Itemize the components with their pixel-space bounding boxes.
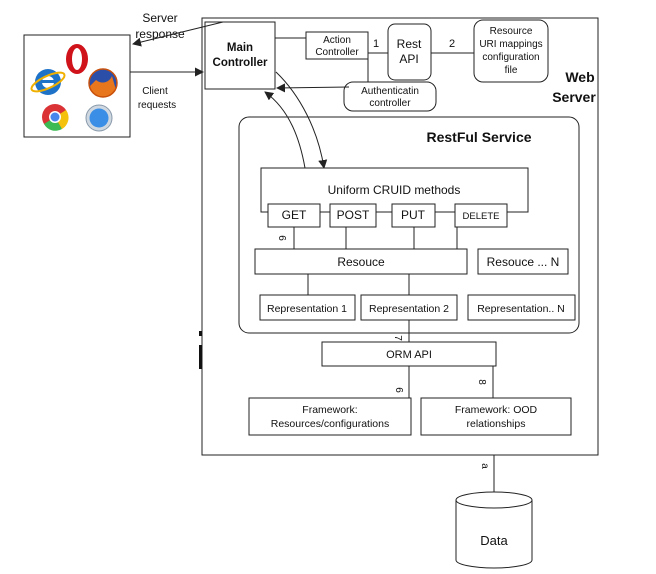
main-to-uniform-arrow <box>275 71 328 169</box>
restful-service-title: RestFul Service <box>426 129 531 145</box>
framework-ood-label-2: relationships <box>467 418 526 430</box>
uniform-to-main-arrow <box>264 91 306 169</box>
delete-method-box <box>454 203 508 228</box>
step-1-label: 1 <box>373 38 379 50</box>
main-controller-box <box>204 21 276 90</box>
representation-n-box <box>467 294 576 321</box>
web-server-port-marker <box>199 345 202 369</box>
chrome-icon <box>42 104 69 131</box>
rest-api-box <box>387 23 432 81</box>
web-server-port-tick <box>199 331 202 336</box>
framework-ood-label-1: Framework: OOD <box>455 404 538 416</box>
step-6-label-lower: 6 <box>393 387 404 393</box>
resource-uri-label-1: Resource <box>490 26 533 37</box>
resource-uri-label-4: file <box>505 65 518 76</box>
representation-1-box <box>259 294 356 321</box>
browser-clients <box>23 34 131 138</box>
opera-browser-icon <box>66 44 88 74</box>
authentication-controller-box <box>343 81 437 112</box>
client-requests-label-1: Client <box>142 86 168 97</box>
resource-n-label: Resouce ... N <box>487 255 560 269</box>
auth-to-main-arrow <box>276 83 350 93</box>
data-store-label: Data <box>480 533 508 548</box>
action-controller-label-2: Controller <box>315 47 359 58</box>
rest-api-label-2: API <box>399 52 418 66</box>
action-controller-box <box>305 31 369 60</box>
main-controller-label-1: Main <box>227 42 253 54</box>
resource-uri-label-2: URI mappings <box>479 39 542 50</box>
resource-n-box <box>477 248 569 275</box>
put-method-label: PUT <box>401 208 426 222</box>
authentication-controller-label-2: controller <box>369 98 411 109</box>
step-7-label: 7 <box>392 335 403 341</box>
post-method-label: POST <box>337 208 370 222</box>
framework-resources-box <box>248 397 412 436</box>
server-response-label-2: response <box>135 27 185 41</box>
delete-method-label: DELETE <box>463 211 500 222</box>
resource-box <box>254 248 468 275</box>
safari-icon <box>85 104 113 132</box>
step-a-label: a <box>479 463 490 469</box>
framework-ood-box <box>420 397 572 436</box>
firefox-icon <box>88 68 118 98</box>
web-server-label-1: Web <box>565 69 594 85</box>
framework-resources-label-1: Framework: <box>302 404 357 416</box>
rest-api-label-1: Rest <box>397 37 422 51</box>
framework-resources-label-2: Resources/configurations <box>271 418 389 430</box>
authentication-controller-label-1: Authenticatin <box>361 86 419 97</box>
step-2-label: 2 <box>449 38 455 50</box>
representation-1-label: Representation 1 <box>267 303 347 315</box>
internet-explorer-icon <box>30 69 66 95</box>
action-controller-label-1: Action <box>323 35 351 46</box>
representation-2-label: Representation 2 <box>369 303 449 315</box>
orm-api-label: ORM API <box>386 349 432 361</box>
resource-uri-label-3: configuration <box>482 52 539 63</box>
representation-2-box <box>360 294 458 321</box>
step-6-label-upper: 6 <box>276 235 287 241</box>
server-response-arrow <box>132 21 224 47</box>
resource-uri-box <box>473 19 549 83</box>
main-controller-label-2: Controller <box>213 57 268 69</box>
server-response-label-1: Server <box>142 11 177 25</box>
get-method-label: GET <box>282 208 307 222</box>
step-8-label: 8 <box>476 379 487 385</box>
post-method-box <box>329 203 377 228</box>
web-server-label-2: Server <box>552 89 596 105</box>
resource-label: Resouce <box>337 255 385 269</box>
data-store-cylinder <box>455 491 533 569</box>
uniform-cruid-label: Uniform CRUID methods <box>328 183 461 197</box>
client-requests-label-2: requests <box>138 100 176 111</box>
representation-n-label: Representation.. N <box>477 303 565 315</box>
